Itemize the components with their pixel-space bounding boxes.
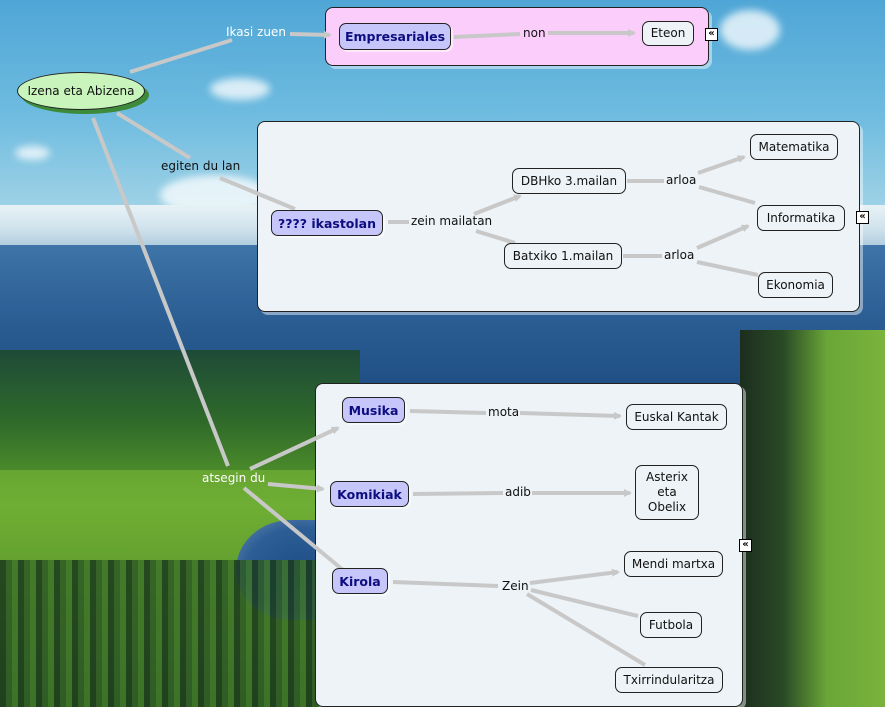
concept-label: Komikiak xyxy=(337,486,402,502)
concept-label: Mendi martxa xyxy=(631,556,716,571)
root-concept[interactable]: Izena eta Abizena xyxy=(17,72,145,110)
concept-kirola[interactable]: Kirola xyxy=(332,568,388,594)
concept-ikastolan[interactable]: ???? ikastolan xyxy=(271,210,383,236)
link-label-ikasi-zuen: Ikasi zuen xyxy=(226,25,286,39)
connector xyxy=(115,111,192,160)
connector xyxy=(91,117,230,467)
concept-empresariales[interactable]: Empresariales xyxy=(339,23,451,50)
forest-right xyxy=(740,330,885,707)
concept-label: Futbola xyxy=(648,617,694,632)
connector xyxy=(530,588,639,618)
concept-label: Matematika xyxy=(758,139,830,154)
connector xyxy=(129,38,233,74)
connector xyxy=(696,224,750,250)
connector xyxy=(392,580,499,588)
cloud xyxy=(720,10,780,50)
panel-hobbies xyxy=(315,383,743,707)
link-label-arloa-dbh: arloa xyxy=(666,173,697,187)
concept-matematika[interactable]: Matematika xyxy=(750,134,838,160)
concept-label: ???? ikastolan xyxy=(277,215,376,231)
cloud xyxy=(15,146,50,160)
connector xyxy=(475,229,516,245)
link-label-mota: mota xyxy=(488,405,520,419)
concept-label: Empresariales xyxy=(344,29,446,44)
collapse-icon[interactable]: « xyxy=(856,211,869,224)
connector xyxy=(249,426,340,471)
connector xyxy=(697,155,746,175)
concept-label: Batxiko 1.mailan xyxy=(512,248,614,263)
concept-label: Txirrindularitza xyxy=(623,672,715,687)
concept-label: Ekonomia xyxy=(766,277,825,292)
link-label-arloa-batxiko: arloa xyxy=(664,248,695,262)
trees-bottom-left xyxy=(0,560,320,707)
concept-informatika[interactable]: Informatika xyxy=(757,205,845,231)
concept-asterix-eta-obelix[interactable]: Asterix eta Obelix xyxy=(635,465,699,520)
link-label-atsegin-du: atsegin du xyxy=(202,471,266,485)
concept-ekonomia[interactable]: Ekonomia xyxy=(758,272,833,298)
concept-euskal-kantak[interactable]: Euskal Kantak xyxy=(626,404,727,430)
link-label-zein-mailatan: zein mailatan xyxy=(411,214,493,228)
concept-label: DBHko 3.mailan xyxy=(520,173,618,188)
concept-label-line: Obelix xyxy=(647,500,687,514)
connector xyxy=(267,482,325,493)
connector xyxy=(409,409,487,415)
connector xyxy=(219,176,296,211)
concept-label: Musika xyxy=(348,402,399,418)
connector xyxy=(696,260,759,277)
link-label-adib: adib xyxy=(505,485,531,499)
concept-label: Kirola xyxy=(339,573,381,589)
cloud xyxy=(210,78,270,100)
concept-futbola[interactable]: Futbola xyxy=(640,612,702,638)
connector xyxy=(412,491,504,496)
link-label-non: non xyxy=(523,26,546,40)
forest-left xyxy=(0,350,360,470)
root-label: Izena eta Abizena xyxy=(27,84,135,98)
connector xyxy=(453,32,521,39)
connector xyxy=(698,185,756,205)
connector xyxy=(289,30,332,39)
connector xyxy=(525,592,647,667)
concept-label-line: Asterix xyxy=(646,470,688,484)
concept-musika[interactable]: Musika xyxy=(342,397,405,423)
collapse-icon[interactable]: « xyxy=(705,28,718,41)
concept-label: Euskal Kantak xyxy=(634,409,719,424)
concept-label: Eteon xyxy=(650,26,686,40)
link-label-egiten-du-lan: egiten du lan xyxy=(161,159,241,173)
concept-label: Informatika xyxy=(766,210,836,225)
concept-dbhko-3-mailan[interactable]: DBHko 3.mailan xyxy=(512,168,626,194)
connector xyxy=(473,194,522,216)
concept-txirrindularitza[interactable]: Txirrindularitza xyxy=(615,667,723,693)
concept-label-line: eta xyxy=(657,485,677,499)
connector xyxy=(519,411,622,420)
connector xyxy=(529,568,620,585)
concept-eteon[interactable]: Eteon xyxy=(642,21,694,46)
connector xyxy=(242,486,345,572)
concept-batxiko-1-mailan[interactable]: Batxiko 1.mailan xyxy=(504,243,622,269)
link-label-zein: Zein xyxy=(502,579,529,593)
concept-komikiak[interactable]: Komikiak xyxy=(330,481,409,507)
concept-mendi-martxa[interactable]: Mendi martxa xyxy=(624,551,723,577)
collapse-icon[interactable]: « xyxy=(739,539,752,552)
